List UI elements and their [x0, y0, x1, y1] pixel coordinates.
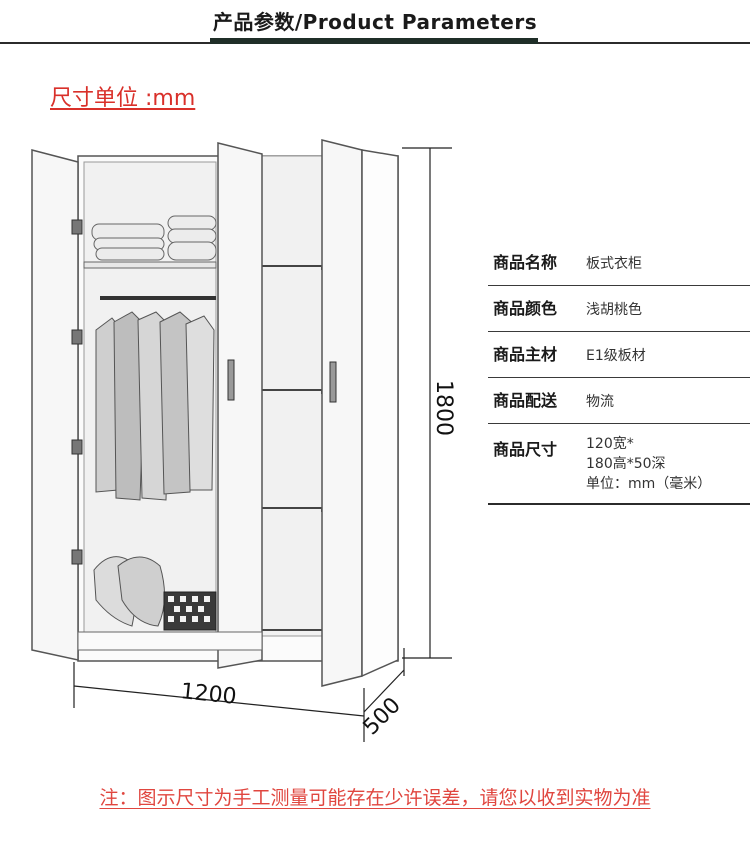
param-row-delivery: 商品配送 物流: [488, 378, 750, 424]
param-label: 商品尺寸: [493, 440, 558, 459]
size-line: 单位：mm（毫米）: [586, 476, 712, 492]
depth-dimension: 500: [359, 693, 406, 740]
disclaimer-note: 注：图示尺寸为手工测量可能存在少许误差，请您以收到实物为准: [99, 787, 651, 809]
param-value: 120宽* 180高*50深 单位：mm（毫米）: [586, 424, 711, 494]
param-label: 商品主材: [493, 344, 558, 364]
param-label: 商品名称: [493, 252, 558, 272]
param-row-name: 商品名称 板式衣柜: [488, 240, 750, 286]
middle-door: [217, 142, 263, 669]
param-label: 商品配送: [493, 390, 558, 410]
param-row-color: 商品颜色 浅胡桃色: [488, 286, 750, 332]
parameter-table: 商品名称 板式衣柜 商品颜色 浅胡桃色 商品主材 E1级板材 商品配送 物流 商…: [488, 240, 750, 505]
param-row-size: 商品尺寸 120宽* 180高*50深 单位：mm（毫米）: [488, 424, 750, 505]
height-dimension: 1800: [431, 380, 456, 436]
right-door: [321, 139, 363, 687]
left-door: [31, 149, 79, 661]
param-value: 板式衣柜: [586, 255, 642, 272]
size-line: 120宽*: [586, 436, 634, 452]
size-line: 180高*50深: [586, 456, 666, 472]
unit-label: 尺寸单位 :mm: [50, 86, 196, 111]
param-value: 浅胡桃色: [586, 301, 642, 318]
width-dimension: 1200: [179, 679, 237, 710]
param-row-material: 商品主材 E1级板材: [488, 332, 750, 378]
param-value: 物流: [586, 393, 614, 410]
param-label: 商品颜色: [493, 298, 558, 318]
param-value: E1级板材: [586, 347, 646, 364]
header-accent-bar: [210, 38, 538, 44]
page-title: 产品参数/Product Parameters: [212, 10, 538, 34]
